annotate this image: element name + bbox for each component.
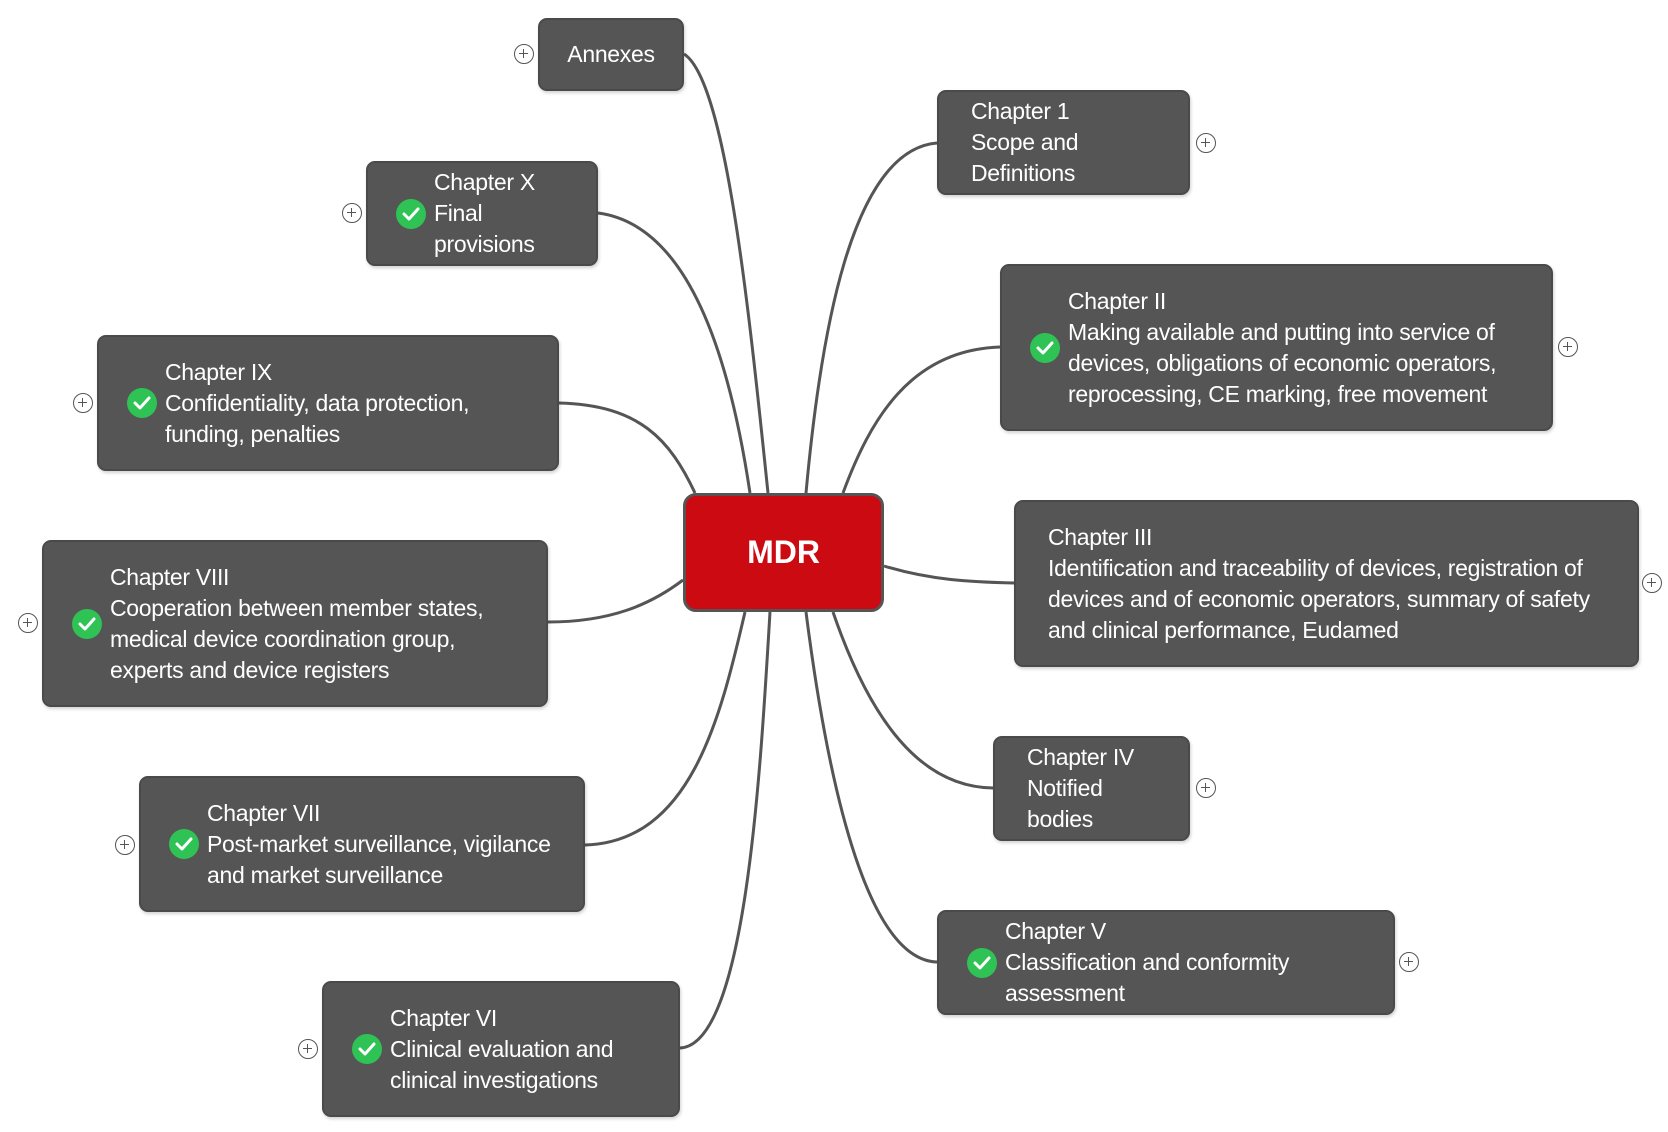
expand-icon[interactable] <box>298 1039 318 1059</box>
check-icon <box>169 829 199 859</box>
connector-ch2 <box>841 345 1001 494</box>
node-title: Chapter VIII <box>110 563 230 590</box>
node-title: Chapter IV <box>1027 744 1134 770</box>
check-icon <box>127 388 157 418</box>
node-chapter-1[interactable]: Chapter 1 Scope and Definitions <box>937 90 1190 195</box>
connector-ch1 <box>804 141 938 494</box>
node-annexes[interactable]: Annexes <box>538 18 684 91</box>
node-chapter-ix[interactable]: Chapter IX Confidentiality, data protect… <box>97 335 559 471</box>
central-topic-mdr[interactable]: MDR <box>683 493 884 612</box>
node-title: Chapter IX <box>165 358 272 385</box>
connector-ch6 <box>679 611 772 1050</box>
node-chapter-v[interactable]: Chapter V Classification and conformity … <box>937 910 1395 1015</box>
check-icon <box>1030 332 1060 363</box>
connector-ch9 <box>558 401 697 494</box>
node-chapter-vi[interactable]: Chapter VI Clinical evaluation and clini… <box>322 981 680 1117</box>
node-title: Chapter VII <box>207 799 321 826</box>
node-chapter-x[interactable]: Chapter X Final provisions <box>366 161 598 266</box>
connector-annexes <box>683 52 770 494</box>
node-chapter-viii[interactable]: Chapter VIII Cooperation between member … <box>42 540 548 707</box>
expand-icon[interactable] <box>1399 952 1419 972</box>
expand-icon[interactable] <box>1196 133 1216 153</box>
node-title: Chapter V <box>1005 918 1106 944</box>
check-icon <box>967 947 997 978</box>
central-topic-label: MDR <box>747 534 820 570</box>
connector-ch3 <box>883 564 1015 585</box>
node-title: Chapter III <box>1048 523 1153 550</box>
node-title: Chapter II <box>1068 287 1166 314</box>
check-icon <box>352 1034 382 1064</box>
node-description: Cooperation between member states, medic… <box>110 594 484 683</box>
connector-ch10 <box>597 211 752 494</box>
node-description: Making available and putting into servic… <box>1068 318 1497 407</box>
node-description: Classification and conformity assessment <box>1005 949 1290 1006</box>
node-chapter-vii[interactable]: Chapter VII Post-market surveillance, vi… <box>139 776 585 912</box>
node-description: Final provisions <box>434 200 535 257</box>
connector-ch5 <box>804 611 938 964</box>
expand-icon[interactable] <box>115 835 135 855</box>
expand-icon[interactable] <box>1558 337 1578 357</box>
node-description: Confidentiality, data protection, fundin… <box>165 389 470 447</box>
node-title: Chapter VI <box>390 1004 497 1031</box>
node-description: Identification and traceability of devic… <box>1048 554 1590 643</box>
expand-icon[interactable] <box>514 44 534 64</box>
check-icon <box>72 608 102 639</box>
node-chapter-ii[interactable]: Chapter II Making available and putting … <box>1000 264 1553 431</box>
node-chapter-iii[interactable]: Chapter III Identification and traceabil… <box>1014 500 1639 667</box>
node-description: Scope and Definitions <box>971 129 1079 186</box>
node-description: Post-market surveillance, vigilance and … <box>207 830 551 888</box>
node-title: Annexes <box>567 41 655 67</box>
expand-icon[interactable] <box>73 393 93 413</box>
check-icon <box>396 198 426 229</box>
expand-icon[interactable] <box>1642 573 1662 593</box>
node-title: Chapter 1 <box>971 98 1070 124</box>
expand-icon[interactable] <box>18 613 38 633</box>
node-description: Notified bodies <box>1027 775 1103 832</box>
expand-icon[interactable] <box>1196 778 1216 798</box>
node-chapter-iv[interactable]: Chapter IV Notified bodies <box>993 736 1190 841</box>
expand-icon[interactable] <box>342 203 362 223</box>
connector-ch4 <box>831 611 994 790</box>
connector-ch8 <box>547 578 684 624</box>
connector-ch7 <box>584 611 747 847</box>
node-description: Clinical evaluation and clinical investi… <box>390 1035 614 1093</box>
node-title: Chapter X <box>434 169 535 195</box>
